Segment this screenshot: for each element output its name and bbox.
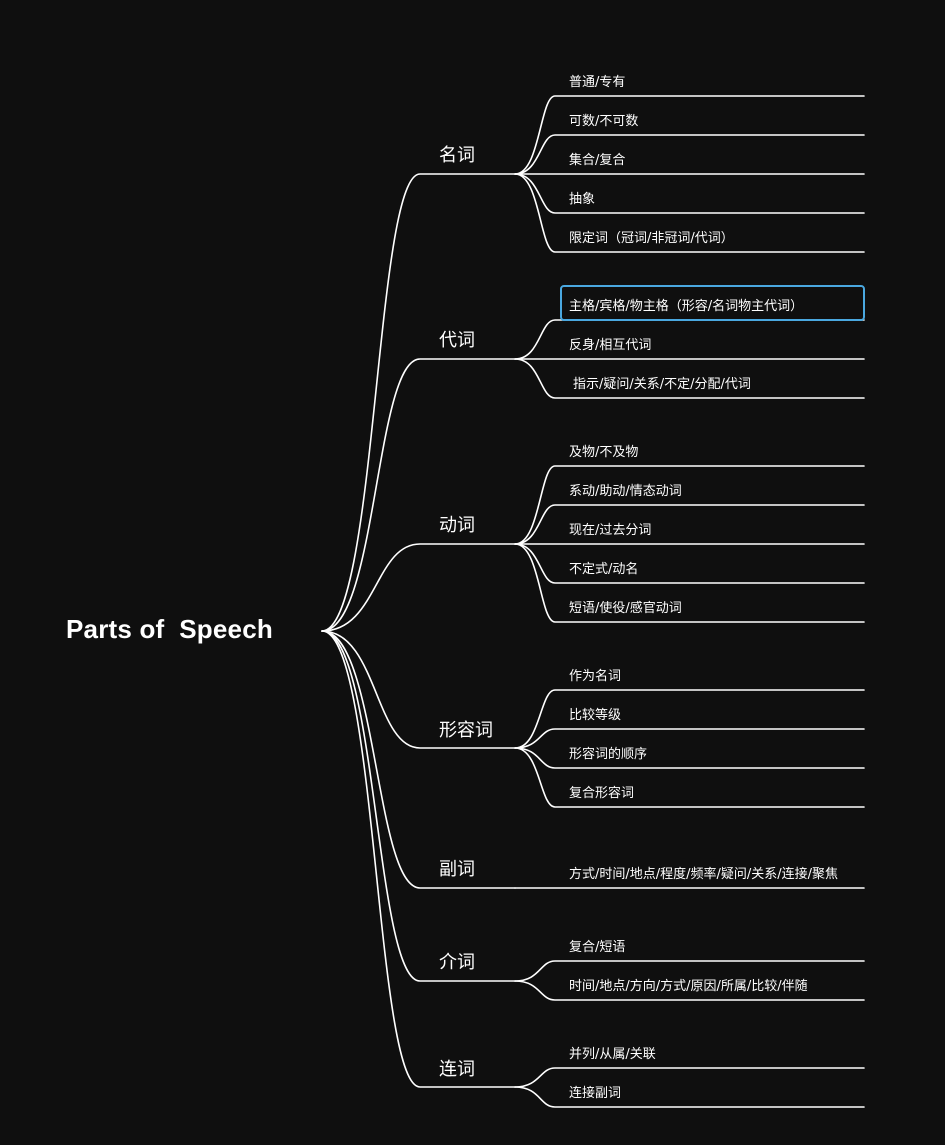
leaf-node[interactable]: 复合形容词: [569, 786, 635, 801]
leaf-node[interactable]: 复合/短语: [569, 940, 626, 955]
leaf-node[interactable]: 连接副词: [569, 1086, 622, 1101]
leaf-node[interactable]: 限定词（冠词/非冠词/代词）: [569, 231, 734, 246]
leaf-node[interactable]: 普通/专有: [569, 75, 626, 90]
leaf-node[interactable]: 及物/不及物: [569, 445, 639, 460]
leaf-connector: [514, 960, 865, 982]
branch-connector: [321, 543, 516, 632]
branch-node-adjective[interactable]: 形容词: [439, 720, 493, 741]
leaf-connector: [514, 543, 865, 623]
leaf-node[interactable]: 短语/使役/感官动词: [569, 601, 682, 616]
branch-connector: [321, 630, 516, 889]
leaf-node[interactable]: 集合/复合: [569, 153, 626, 168]
leaf-node[interactable]: 现在/过去分词: [569, 523, 652, 538]
leaf-connector: [514, 95, 865, 175]
leaf-connector: [514, 319, 865, 360]
leaf-connector: [514, 134, 865, 175]
leaf-node[interactable]: 方式/时间/地点/程度/频率/疑问/关系/连接/聚焦: [569, 867, 839, 882]
leaf-node[interactable]: 反身/相互代词: [569, 338, 652, 353]
leaf-connector: [514, 1086, 865, 1108]
leaf-connector: [514, 747, 865, 769]
leaf-connector: [514, 173, 865, 214]
branch-node-noun[interactable]: 名词: [439, 145, 475, 166]
leaf-node[interactable]: 系动/助动/情态动词: [569, 484, 682, 499]
branch-connector: [321, 173, 516, 632]
root-node[interactable]: Parts of Speech: [66, 614, 273, 644]
leaf-node[interactable]: 作为名词: [569, 669, 622, 684]
branch-node-conjunction[interactable]: 连词: [439, 1059, 475, 1080]
leaf-node-selected[interactable]: 主格/宾格/物主格（形容/名词物主代词）: [569, 299, 804, 314]
leaf-connector: [514, 728, 865, 749]
leaf-connector: [514, 173, 865, 253]
leaf-connector: [514, 504, 865, 545]
branch-connector: [321, 630, 516, 749]
leaf-connector: [514, 980, 865, 1001]
leaf-node[interactable]: 时间/地点/方向/方式/原因/所属/比较/伴随: [569, 979, 808, 994]
branch-node-preposition[interactable]: 介词: [439, 952, 475, 973]
leaf-connector: [514, 689, 865, 749]
leaf-connector: [514, 1067, 865, 1088]
leaf-node[interactable]: 并列/从属/关联: [569, 1047, 656, 1062]
leaf-node[interactable]: 抽象: [569, 192, 596, 207]
branch-node-verb[interactable]: 动词: [439, 515, 475, 536]
leaf-connector: [514, 747, 865, 808]
branch-node-pronoun[interactable]: 代词: [439, 330, 475, 351]
leaf-connector: [514, 358, 865, 399]
branch-node-adverb[interactable]: 副词: [439, 859, 475, 880]
leaf-connector: [514, 465, 865, 545]
leaf-node[interactable]: 不定式/动名: [569, 562, 639, 577]
leaf-node[interactable]: 形容词的顺序: [569, 747, 648, 762]
leaf-node[interactable]: 指示/疑问/关系/不定/分配/代词: [573, 377, 751, 392]
branch-connector: [321, 630, 516, 1088]
leaf-connector: [514, 543, 865, 584]
leaf-node[interactable]: 可数/不可数: [569, 114, 639, 129]
branch-connector: [321, 358, 516, 632]
branch-connector: [321, 630, 516, 982]
selection-outline: [560, 285, 865, 321]
leaf-node[interactable]: 比较等级: [569, 708, 622, 723]
